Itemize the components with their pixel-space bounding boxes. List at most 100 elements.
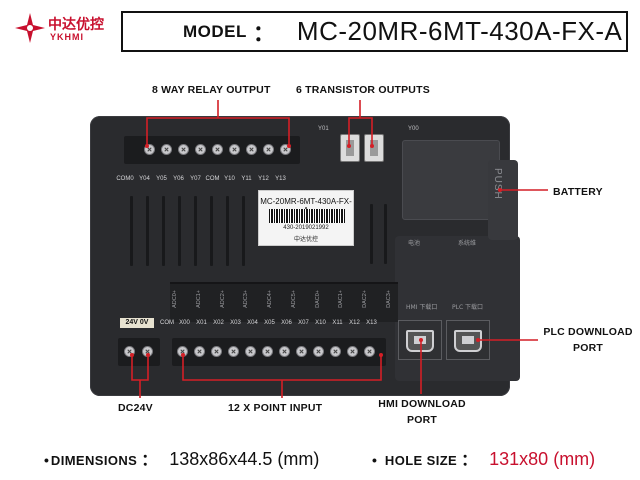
brand-star-icon bbox=[15, 13, 45, 43]
terminal-label: Y06 bbox=[173, 176, 184, 182]
terminal-screw bbox=[296, 346, 307, 357]
brand-name-cn: 中达优控 bbox=[48, 17, 104, 33]
barcode bbox=[269, 209, 345, 223]
bullet-icon: • bbox=[372, 452, 377, 468]
hole-size-spec: • HOLE SIZE ： 131x80 (mm) bbox=[372, 446, 595, 470]
brand-logo: 中达优控 YKHMI bbox=[14, 10, 110, 50]
input-terminal-labels: COM X00 X01 X02 X03 X04 X05 X06 X07 X10 … bbox=[158, 320, 380, 326]
terminal-label: X01 bbox=[196, 320, 207, 326]
dimensions-colon: ： bbox=[141, 452, 158, 469]
hmi-download-port-line2: PORT bbox=[407, 414, 437, 426]
terminal-screw bbox=[229, 144, 240, 155]
terminal-label: X11 bbox=[332, 320, 343, 326]
terminal-label: X04 bbox=[247, 320, 258, 326]
terminal-screw bbox=[195, 144, 206, 155]
relay-output-callout: 8 WAY RELAY OUTPUT bbox=[152, 84, 271, 96]
model-title-box: MODEL ： MC-20MR-6MT-430A-FX-A bbox=[121, 11, 628, 52]
terminal-label: Y12 bbox=[258, 176, 269, 182]
terminal-screw bbox=[280, 144, 291, 155]
plc-download-port-line1: PLC DOWNLOAD bbox=[543, 326, 633, 338]
plc-download-port-line2: PORT bbox=[573, 342, 603, 354]
terminal-screw bbox=[246, 144, 257, 155]
hmi-download-port-callout: HMI DOWNLOAD PORT bbox=[372, 398, 472, 426]
hole-size-colon: ： bbox=[461, 452, 478, 469]
power-label: 24V 0V bbox=[120, 318, 154, 328]
terminal-label: X13 bbox=[366, 320, 377, 326]
model-label: MODEL bbox=[183, 21, 247, 41]
push-label: PUSH bbox=[492, 168, 503, 200]
battery-callout: BATTERY bbox=[553, 186, 603, 198]
y00-label: Y00 bbox=[408, 126, 419, 132]
terminal-label: COM bbox=[205, 176, 220, 182]
terminal-screw bbox=[144, 144, 155, 155]
terminal-label: X10 bbox=[315, 320, 326, 326]
vent-slot bbox=[178, 196, 181, 266]
vent-slot bbox=[226, 196, 229, 266]
dimensions-label: DIMENSIONS bbox=[50, 453, 138, 468]
power-terminal-block bbox=[118, 338, 160, 366]
terminal-label: Y04 bbox=[139, 176, 150, 182]
point-input-callout: 12 X POINT INPUT bbox=[228, 402, 323, 414]
dac-label: DAC3+ bbox=[385, 290, 392, 308]
input-terminal-block bbox=[172, 338, 386, 366]
vent-slot bbox=[194, 196, 197, 266]
terminal-label: X00 bbox=[179, 320, 190, 326]
panel-cn-left: 电池 bbox=[408, 240, 421, 247]
hole-size-label: HOLE SIZE bbox=[384, 453, 458, 468]
usb-b-socket-icon bbox=[454, 330, 482, 352]
terminal-screw bbox=[124, 346, 135, 357]
terminal-label: COM bbox=[160, 320, 174, 326]
terminal-screw bbox=[212, 144, 223, 155]
brand-name-en: YKHMI bbox=[50, 32, 84, 42]
terminal-label: Y10 bbox=[224, 176, 235, 182]
hmi-port-cn-label: HMI 下载口 bbox=[406, 304, 438, 311]
sticker-serial: 430-2019021992 bbox=[283, 225, 329, 231]
dimensions-value: 138x86x44.5 (mm) bbox=[169, 449, 320, 469]
terminal-screw bbox=[313, 346, 324, 357]
vent-slot bbox=[384, 204, 387, 264]
model-value: MC-20MR-6MT-430A-FX-A bbox=[296, 16, 623, 46]
terminal-label: Y11 bbox=[241, 176, 252, 182]
terminal-label: COM0 bbox=[116, 176, 134, 182]
terminal-label: Y07 bbox=[190, 176, 201, 182]
adc-label: ADC5+ bbox=[290, 290, 297, 308]
sticker-brand: 中达优控 bbox=[293, 236, 318, 243]
panel-cn-right: 系统维 bbox=[458, 240, 477, 247]
plc-device: PUSH Y01 Y00 COM0 Y04 Y05 Y06 Y07 COM Y1… bbox=[90, 108, 530, 398]
adc-label: ADC4+ bbox=[267, 290, 274, 308]
terminal-screw bbox=[161, 144, 172, 155]
terminal-screw bbox=[364, 346, 375, 357]
battery-cover bbox=[488, 160, 518, 240]
terminal-screw bbox=[347, 346, 358, 357]
terminal-screw bbox=[263, 144, 274, 155]
terminal-screw bbox=[330, 346, 341, 357]
terminal-screw bbox=[142, 346, 153, 357]
transistor-outputs-callout: 6 TRANSISTOR OUTPUTS bbox=[296, 84, 430, 96]
plc-usb-port bbox=[446, 320, 490, 360]
terminal-label: Y05 bbox=[156, 176, 167, 182]
relay-terminal-labels: COM0 Y04 Y05 Y06 Y07 COM Y10 Y11 Y12 Y13 bbox=[114, 176, 289, 182]
hmi-download-port-line1: HMI DOWNLOAD bbox=[378, 398, 466, 410]
terminal-label: X05 bbox=[264, 320, 275, 326]
vent-slot bbox=[146, 196, 149, 266]
battery-compartment bbox=[402, 140, 500, 220]
terminal-screw bbox=[228, 346, 239, 357]
terminal-label: X06 bbox=[281, 320, 292, 326]
model-colon: ： bbox=[252, 20, 275, 46]
relay-terminal-block bbox=[124, 136, 300, 164]
terminal-screw bbox=[177, 346, 188, 357]
terminal-screw bbox=[262, 346, 273, 357]
adc-label: ADC2+ bbox=[219, 290, 226, 308]
transistor-connector bbox=[340, 134, 360, 162]
vent-slot bbox=[130, 196, 133, 266]
hole-size-value: 131x80 (mm) bbox=[489, 449, 596, 469]
transistor-connector bbox=[364, 134, 384, 162]
vent-slot bbox=[242, 196, 245, 266]
terminal-screw bbox=[211, 346, 222, 357]
io-label-panel bbox=[170, 282, 398, 322]
vent-slot bbox=[162, 196, 165, 266]
dimensions-spec: • DIMENSIONS ： 138x86x44.5 (mm) bbox=[44, 446, 319, 470]
terminal-label: Y13 bbox=[275, 176, 286, 182]
adc-dac-labels: ADC0+ ADC1+ ADC2+ ADC3+ ADC4+ ADC5+ DAC0… bbox=[172, 290, 392, 308]
adc-label: ADC1+ bbox=[195, 290, 202, 308]
